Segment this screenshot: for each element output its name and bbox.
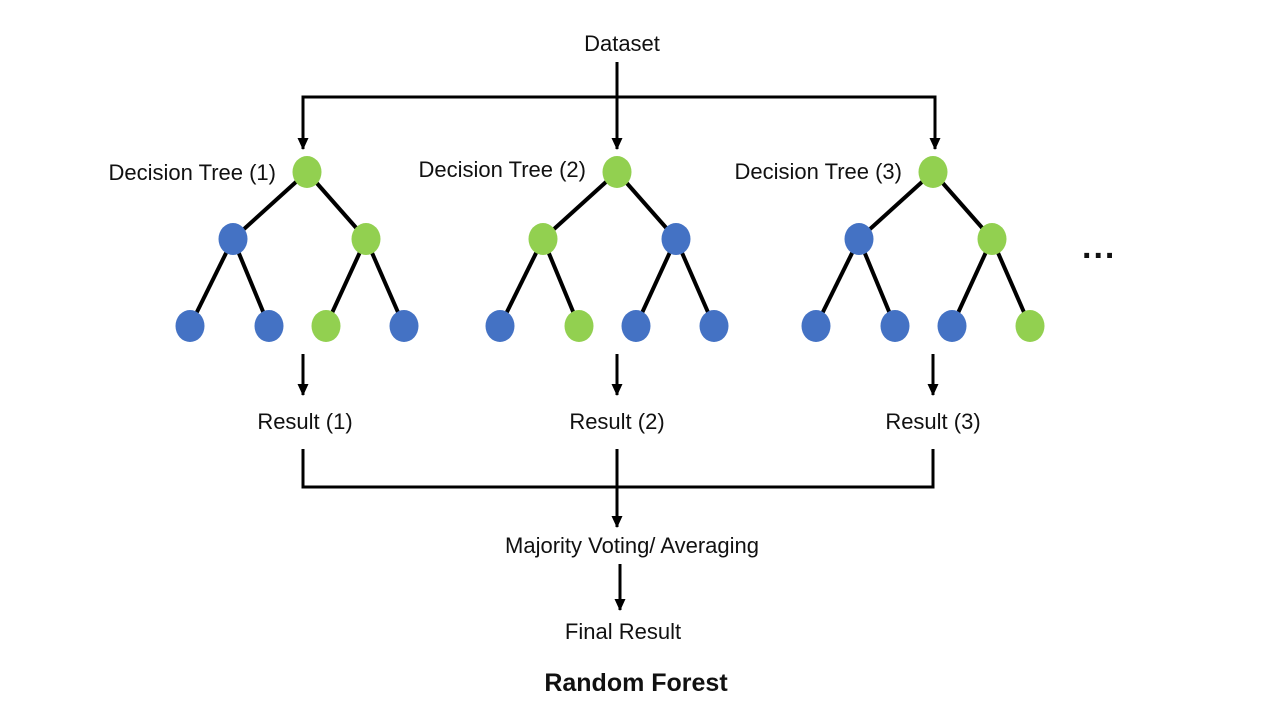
tree-nodes-2 xyxy=(485,156,729,342)
tree-1-edge-root-left xyxy=(231,170,309,241)
tree-1-leaf-2-node xyxy=(254,310,284,342)
tree-2-leaf-1-node xyxy=(485,310,515,342)
tree-1-edge-right-leaf-3 xyxy=(324,238,368,327)
tree-3-root-node xyxy=(918,156,948,188)
tree-2-child-2-node xyxy=(661,223,691,255)
tree-3-edge-right-leaf-4 xyxy=(990,238,1032,327)
branch-arrows xyxy=(297,95,941,150)
tree-3-child-2-node xyxy=(977,223,1007,255)
tree-3-edge-root-left xyxy=(857,170,935,241)
tree-3-edge-left-leaf-1 xyxy=(814,238,861,327)
tree-2-edge-left-leaf-1 xyxy=(498,238,545,327)
more-trees-ellipsis: ... xyxy=(1082,228,1116,266)
tree-3-leaf-2-node xyxy=(880,310,910,342)
tree-2-edge-root-left xyxy=(541,170,619,241)
tree-2-child-1-node xyxy=(528,223,558,255)
tree-2-leaf-2-node xyxy=(564,310,594,342)
tree-2-edge-right-leaf-3 xyxy=(634,238,678,327)
final-result-label: Final Result xyxy=(565,619,681,644)
tree-1-child-1-node xyxy=(218,223,248,255)
tree-3-child-1-node xyxy=(844,223,874,255)
decision-tree-2-label: Decision Tree (2) xyxy=(418,157,586,182)
tree-1-root-node xyxy=(292,156,322,188)
result-label-1: Result (1) xyxy=(257,409,352,434)
decision-tree-1-label: Decision Tree (1) xyxy=(108,160,276,185)
tree-nodes-1 xyxy=(175,156,419,342)
decision-tree-1: Decision Tree (1) Result (1) xyxy=(108,156,419,434)
tree-2-root-node xyxy=(602,156,632,188)
tree-1-leaf-3-node xyxy=(311,310,341,342)
tree-2-leaf-3-node xyxy=(621,310,651,342)
tree-1-edge-left-leaf-1 xyxy=(188,238,235,327)
tree-3-edge-right-leaf-3 xyxy=(950,238,994,327)
results-merge-connector xyxy=(301,449,935,528)
tree-3-leaf-3-node xyxy=(937,310,967,342)
tree-1-edge-right-leaf-4 xyxy=(364,238,406,327)
tree-3-leaf-4-node xyxy=(1015,310,1045,342)
result-label-2: Result (2) xyxy=(569,409,664,434)
majority-voting-label: Majority Voting/ Averaging xyxy=(505,533,759,558)
tree-3-leaf-1-node xyxy=(801,310,831,342)
result-label-3: Result (3) xyxy=(885,409,980,434)
tree-2-edge-right-leaf-4 xyxy=(674,238,716,327)
tree-nodes-3 xyxy=(801,156,1045,342)
tree-2-leaf-4-node xyxy=(699,310,729,342)
tree-1-leaf-1-node xyxy=(175,310,205,342)
decision-tree-2: Decision Tree (2) Result (2) xyxy=(418,156,729,434)
diagram-title: Random Forest xyxy=(544,669,728,697)
dataset-label: Dataset xyxy=(584,31,660,56)
decision-tree-3: Decision Tree (3) Result (3) xyxy=(734,156,1045,434)
tree-1-child-2-node xyxy=(351,223,381,255)
dataset-branch-connector xyxy=(297,62,941,150)
tree-1-leaf-4-node xyxy=(389,310,419,342)
decision-tree-3-label: Decision Tree (3) xyxy=(734,159,902,184)
